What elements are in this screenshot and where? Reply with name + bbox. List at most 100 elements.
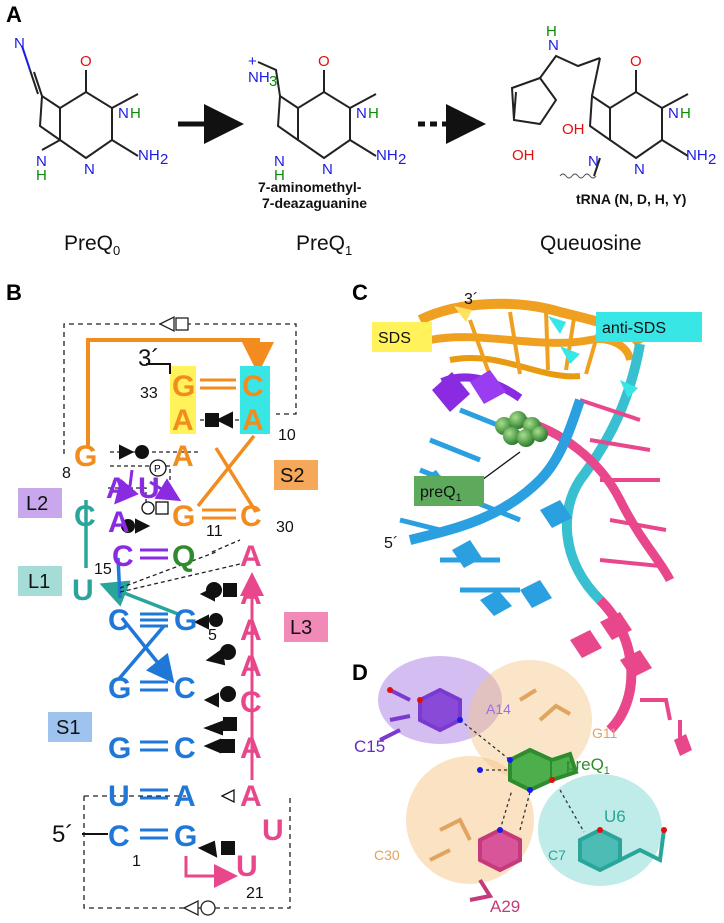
s2-cross-line1 xyxy=(196,434,256,508)
three-prime-tick xyxy=(146,363,171,374)
nucleotide-numbers: 33 10 8 11 30 15 5 1 21 xyxy=(62,385,296,902)
sds-box xyxy=(372,322,432,352)
l1-label: L1 xyxy=(28,571,50,593)
num-10: 10 xyxy=(278,427,296,444)
antisds-label: anti-SDS xyxy=(602,320,666,337)
phosphate-label: P xyxy=(154,464,161,475)
preq1-nh3-sub: 3 xyxy=(269,73,277,90)
three-prime-label-b: 3´ xyxy=(138,345,159,372)
preq1-caption: PreQ1 xyxy=(296,232,352,258)
queuosine-nh2-sub: 2 xyxy=(708,151,716,168)
queuosine-nh2-atom: NH xyxy=(686,147,708,164)
queuosine-n-atom: N xyxy=(548,37,559,54)
num-5: 5 xyxy=(208,627,217,644)
num-8: 8 xyxy=(62,465,71,482)
preq1-box xyxy=(414,476,484,506)
three-prime-label-c: 3´ xyxy=(464,291,478,308)
nt-a-l2: A xyxy=(106,472,128,505)
num-1: 1 xyxy=(132,853,141,870)
preq0-nh-atom: N xyxy=(36,153,47,170)
queuosine-oh1: OH xyxy=(562,121,585,138)
queuosine-h2-atom: H xyxy=(680,105,691,122)
nt-a14: A xyxy=(108,506,130,539)
l2-dashed-link xyxy=(110,465,171,482)
panel-a-letter: A xyxy=(6,2,22,27)
c30-label: C30 xyxy=(374,847,400,863)
antisds-highlight xyxy=(240,366,270,434)
s1-cross2 xyxy=(116,624,166,682)
nt-a-l3-1: A xyxy=(240,540,262,573)
preq1-name-line2: 7-deazaguanine xyxy=(262,195,367,211)
preq0-structure xyxy=(21,45,139,160)
s2-box xyxy=(274,460,318,490)
preq0-o-atom: O xyxy=(80,53,92,70)
nt-c-s1-1: C xyxy=(108,604,130,637)
l3-label: L3 xyxy=(290,617,312,639)
preq0-h2-atom: H xyxy=(36,167,47,184)
queuosine-n4-atom: N xyxy=(588,153,599,170)
s2-long-arrow xyxy=(86,338,274,446)
nt-u-s1: U xyxy=(108,780,130,813)
base-pair-bars xyxy=(140,378,236,840)
s1-label: S1 xyxy=(56,717,80,739)
nt-a10: A xyxy=(242,404,264,437)
preq0-n3-atom: N xyxy=(84,161,95,178)
nt-c-l3: C xyxy=(240,686,262,719)
l2-arrow1 xyxy=(114,469,139,505)
preq0-h-atom: H xyxy=(130,105,141,122)
nt-c15: C xyxy=(112,540,134,573)
top-dashed-frame xyxy=(63,323,297,454)
nt-g11: G xyxy=(172,500,195,533)
a14-label: A14 xyxy=(486,701,511,717)
s2-label: S2 xyxy=(280,465,304,487)
g11-label: G11 xyxy=(592,725,618,741)
num-11: 11 xyxy=(206,523,223,540)
l3-bottom-arrow xyxy=(184,856,238,888)
num-33: 33 xyxy=(140,385,158,402)
preq1-nh2-sub: 2 xyxy=(398,151,406,168)
queuosine-o-atom: O xyxy=(630,53,642,70)
nt-a-s1: A xyxy=(174,780,196,813)
panel-c-letter: C xyxy=(352,280,368,305)
nt-c-s1-3: C xyxy=(174,732,196,765)
preq1-n2-atom: N xyxy=(322,161,333,178)
nt-g8: G xyxy=(74,440,97,473)
preq0-caption: PreQ0 xyxy=(64,232,120,258)
s1-box xyxy=(48,712,92,742)
preq1-o-atom: O xyxy=(318,53,330,70)
num-21: 21 xyxy=(246,885,264,902)
nt-c-s1-2: C xyxy=(174,672,196,705)
num-15: 15 xyxy=(94,561,112,578)
preq1-structure xyxy=(257,61,377,160)
top-frame-symbol xyxy=(158,315,189,333)
panel-b-letter: B xyxy=(6,280,22,305)
atom-dots xyxy=(387,687,667,833)
panel-d-letter: D xyxy=(352,660,368,685)
c7-label: C7 xyxy=(548,847,566,863)
nt-a-l3-6: A xyxy=(240,780,262,813)
l2-label: L2 xyxy=(26,493,48,515)
nt-g-s1-1: G xyxy=(108,672,131,705)
nt-c30: C xyxy=(240,500,262,533)
bottom-frame-symbol xyxy=(182,899,216,917)
nt-u21: U xyxy=(236,850,258,883)
preq0-nh2-sub: 2 xyxy=(160,151,168,168)
l3-box xyxy=(284,612,328,642)
sds-highlight-g xyxy=(170,366,196,400)
queuosine-caption: Queuosine xyxy=(540,232,642,255)
preq1-label-d: preQ1 xyxy=(566,755,610,777)
nt-a-s2: A xyxy=(172,404,194,437)
queuosine-n3-atom: N xyxy=(634,161,645,178)
sds-label: SDS xyxy=(378,330,411,347)
queuosine-structure xyxy=(510,54,689,177)
preq0-nh2-atom: NH xyxy=(138,147,160,164)
bottom-dashed-frame xyxy=(83,796,291,909)
a29-label: A29 xyxy=(490,897,520,916)
preq0-n-atom: N xyxy=(14,35,25,52)
preq1-label-c: preQ1 xyxy=(420,484,462,504)
five-prime-label-b: 5´ xyxy=(52,821,73,848)
trna-label: tRNA (N, D, H, Y) xyxy=(576,191,686,207)
nt-g-s1-3: G xyxy=(174,820,197,853)
preq1-nh2-atom: NH xyxy=(376,147,398,164)
